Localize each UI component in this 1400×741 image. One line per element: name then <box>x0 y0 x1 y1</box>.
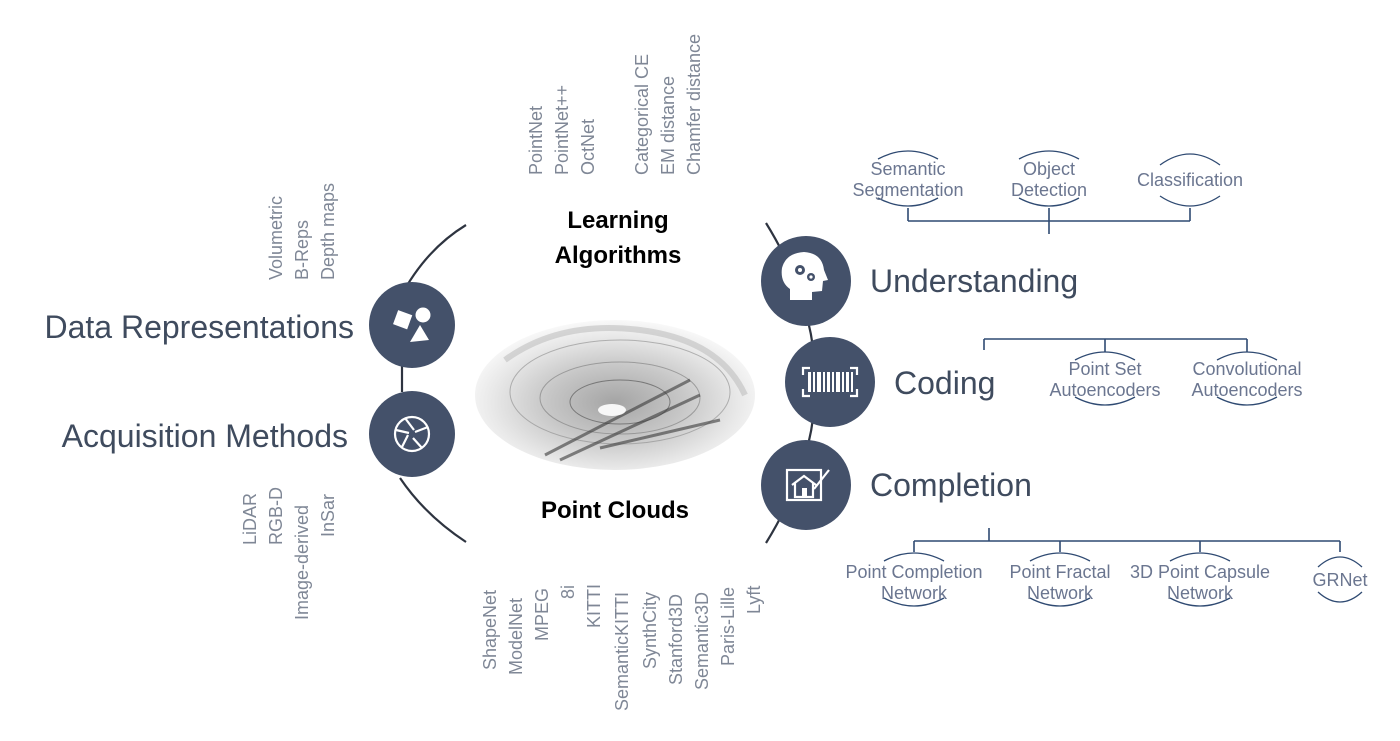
subtask-point-completion-network-line2: Network <box>881 583 948 603</box>
network-pointnet-plusplus: PointNet++ <box>552 85 572 175</box>
subtask-bracket-top <box>883 552 945 562</box>
subtask-bracket-bottom <box>1169 597 1231 607</box>
head-gears-icon <box>781 252 828 300</box>
acquisition-rgbd: RGB-D <box>266 487 286 545</box>
point-clouds-title: Point Clouds <box>541 497 689 524</box>
subtask-bracket-top <box>1029 552 1091 562</box>
subtask-bracket-bottom <box>877 197 939 207</box>
dataset-item: MPEG <box>532 588 552 641</box>
subtask-bracket-top <box>1216 351 1278 361</box>
acquisition-methods-label: Acquisition Methods <box>62 418 348 454</box>
network-pointnet: PointNet <box>526 106 546 175</box>
coding-subtask-tree: Point Set Autoencoders Convolutional Aut… <box>983 338 1303 406</box>
acquisition-lidar: LiDAR <box>240 493 260 545</box>
subtask-point-completion-network-line1: Point Completion <box>845 562 982 582</box>
dataset-item: Semantic3D <box>692 592 712 690</box>
loss-em-distance: EM distance <box>658 76 678 175</box>
subtask-grnet: GRNet <box>1312 570 1367 590</box>
loss-chamfer-distance: Chamfer distance <box>684 34 704 175</box>
dataset-item: SemanticKITTI <box>612 592 632 711</box>
left-arc-bottom <box>399 477 467 543</box>
completion-subtask-tree: Point Completion Network Point Fractal N… <box>845 528 1368 607</box>
subtask-bracket-bottom <box>1018 197 1080 207</box>
subtask-bracket-bottom <box>1029 597 1091 607</box>
subtask-bracket-bottom <box>1074 396 1136 406</box>
dataset-item: ModelNet <box>506 598 526 675</box>
dataset-item: 8i <box>558 585 578 599</box>
subtask-point-set-autoencoders-line2: Autoencoders <box>1049 380 1160 400</box>
subtask-bracket-top <box>1159 153 1221 166</box>
acquisition-image-derived: Image-derived <box>292 505 312 620</box>
subtask-3d-point-capsule-network-line1: 3D Point Capsule <box>1130 562 1270 582</box>
understanding-title: Understanding <box>870 263 1078 299</box>
subtask-point-fractal-network-line1: Point Fractal <box>1009 562 1110 582</box>
point-cloud-scan-image <box>475 320 755 470</box>
understanding-subtask-tree: Semantic Segmentation Object Detection C… <box>852 150 1243 234</box>
completion-title: Completion <box>870 467 1032 503</box>
representation-depth-maps: Depth maps <box>318 183 338 280</box>
subtask-bracket-bottom <box>1317 591 1363 603</box>
subtask-point-fractal-network-line2: Network <box>1027 583 1094 603</box>
acquisition-list: LiDAR RGB-D Image-derived InSar <box>240 487 338 620</box>
subtask-object-detection-line1: Object <box>1023 159 1075 179</box>
dataset-item: Paris-Lille <box>718 587 738 666</box>
data-representations-badge <box>369 282 455 368</box>
subtask-bracket-bottom <box>1159 195 1221 207</box>
understanding-badge <box>761 236 851 326</box>
representation-list: Volumetric B-Reps Depth maps <box>266 183 338 280</box>
subtask-point-set-autoencoders-line1: Point Set <box>1068 359 1141 379</box>
coding-title: Coding <box>894 365 995 401</box>
acquisition-insar: InSar <box>318 494 338 537</box>
representation-breps: B-Reps <box>292 220 312 280</box>
subtask-semantic-segmentation-line1: Semantic <box>870 159 945 179</box>
subtask-semantic-segmentation-line2: Segmentation <box>852 180 963 200</box>
acquisition-methods-badge <box>369 391 455 477</box>
subtask-bracket-bottom <box>883 597 945 607</box>
learning-algorithms-title-line1: Learning <box>567 207 668 234</box>
dataset-item: Lyft <box>744 586 764 614</box>
loss-list: Categorical CE EM distance Chamfer dista… <box>632 34 704 175</box>
subtask-3d-point-capsule-network-line2: Network <box>1167 583 1234 603</box>
network-octnet: OctNet <box>578 119 598 175</box>
completion-badge <box>761 440 851 530</box>
shapes-icon <box>393 307 431 342</box>
blueprint-house-icon <box>785 468 830 502</box>
dataset-item: SynthCity <box>640 592 660 669</box>
coding-badge <box>785 337 875 427</box>
camera-aperture-icon <box>393 415 431 453</box>
subtask-bracket-top <box>877 150 939 160</box>
data-representations-label: Data Representations <box>44 309 354 345</box>
dataset-item: ShapeNet <box>480 590 500 670</box>
subtask-bracket-top <box>1074 351 1136 361</box>
representation-volumetric: Volumetric <box>266 196 286 280</box>
dataset-item: Stanford3D <box>666 594 686 685</box>
loss-categorical-ce: Categorical CE <box>632 54 652 175</box>
subtask-bracket-top <box>1018 150 1080 160</box>
subtask-convolutional-autoencoders-line2: Autoencoders <box>1191 380 1302 400</box>
subtask-classification: Classification <box>1137 170 1243 190</box>
subtask-bracket-bottom <box>1216 396 1278 406</box>
network-list: PointNet PointNet++ OctNet <box>526 85 598 175</box>
subtask-object-detection-line2: Detection <box>1011 180 1087 200</box>
dataset-item: KITTI <box>584 584 604 628</box>
subtask-convolutional-autoencoders-line1: Convolutional <box>1192 359 1301 379</box>
learning-algorithms-title-line2: Algorithms <box>555 242 682 269</box>
barcode-icon <box>801 366 859 398</box>
subtask-bracket-top <box>1169 552 1231 562</box>
subtask-bracket-top <box>1317 556 1363 568</box>
dataset-list: ShapeNet ModelNet MPEG 8i KITTI Semantic… <box>480 584 764 711</box>
